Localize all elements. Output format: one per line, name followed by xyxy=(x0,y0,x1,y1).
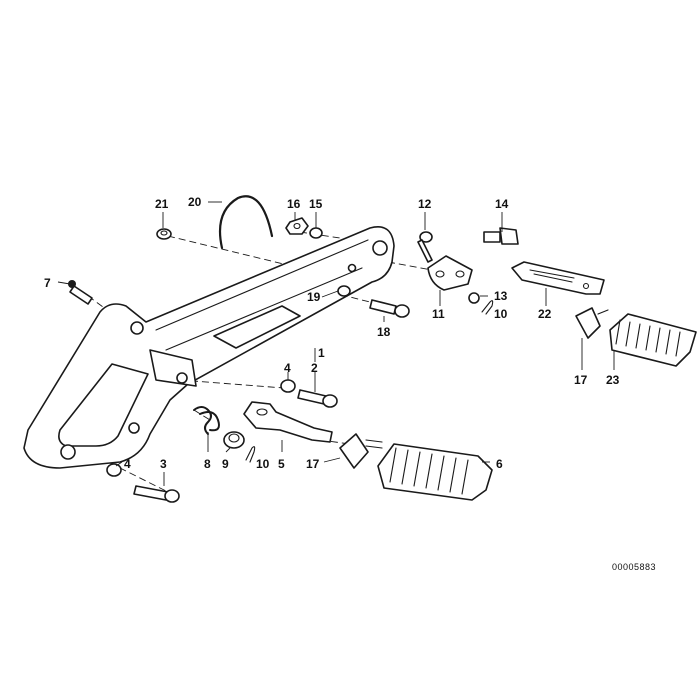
spring-8 xyxy=(193,406,220,435)
cotter-pin-10-upper xyxy=(481,300,494,315)
callout-23: 23 xyxy=(606,373,620,387)
callout-14: 14 xyxy=(495,197,509,211)
callout-12: 12 xyxy=(418,197,432,211)
bolt-18 xyxy=(369,299,410,318)
callout-22: 22 xyxy=(538,307,552,321)
bushing-9 xyxy=(223,431,245,449)
callout-8: 8 xyxy=(204,457,211,471)
footpeg-rubber-23 xyxy=(609,313,697,367)
callout-17-lower: 17 xyxy=(306,457,320,471)
damper-17-lower xyxy=(339,433,383,469)
callout-6: 6 xyxy=(496,457,503,471)
callout-17-upper: 17 xyxy=(574,373,588,387)
callout-20: 20 xyxy=(188,195,202,209)
hinge-bracket-11 xyxy=(427,255,473,291)
callout-labels: 1 2 3 4 4 5 6 7 8 9 10 10 11 12 13 14 15… xyxy=(44,195,620,471)
bolt-3 xyxy=(133,485,180,503)
leader-lines xyxy=(57,201,615,486)
pin-7 xyxy=(68,280,93,305)
callout-13: 13 xyxy=(494,289,508,303)
nut-16 xyxy=(285,217,309,235)
cotter-pin-10-lower xyxy=(245,446,256,463)
bolt-2 xyxy=(297,389,338,408)
callout-10-upper: 10 xyxy=(494,307,508,321)
pin-12 xyxy=(417,231,433,263)
circlip xyxy=(218,195,274,250)
callout-16: 16 xyxy=(287,197,301,211)
callout-11: 11 xyxy=(432,307,445,321)
nut-21 xyxy=(156,228,172,240)
callout-7: 7 xyxy=(44,276,51,290)
callout-9: 9 xyxy=(222,457,229,471)
footrest-bracket xyxy=(23,226,395,469)
footrest-plate-5 xyxy=(243,401,333,443)
callout-2: 2 xyxy=(311,361,318,375)
callout-4-upper: 4 xyxy=(284,361,291,375)
washer-13 xyxy=(468,292,480,304)
callout-10-lower: 10 xyxy=(256,457,270,471)
callout-15: 15 xyxy=(309,197,323,211)
footpeg-rubber-6 xyxy=(377,443,493,501)
drawing-reference-number: 00005883 xyxy=(612,562,656,572)
damper-17-upper xyxy=(575,307,609,339)
washer-4-lower xyxy=(106,463,122,477)
washer-4-upper xyxy=(280,379,296,393)
footrest-plate-22 xyxy=(511,261,605,295)
washer-15 xyxy=(309,227,323,239)
callout-3: 3 xyxy=(160,457,167,471)
callout-1: 1 xyxy=(318,346,325,360)
callout-4-lower: 4 xyxy=(124,457,131,471)
washer-19 xyxy=(337,285,351,297)
callout-18: 18 xyxy=(377,325,391,339)
callout-19: 19 xyxy=(307,290,321,304)
bolt-14 xyxy=(483,227,519,245)
callout-5: 5 xyxy=(278,457,285,471)
callout-21: 21 xyxy=(155,197,169,211)
